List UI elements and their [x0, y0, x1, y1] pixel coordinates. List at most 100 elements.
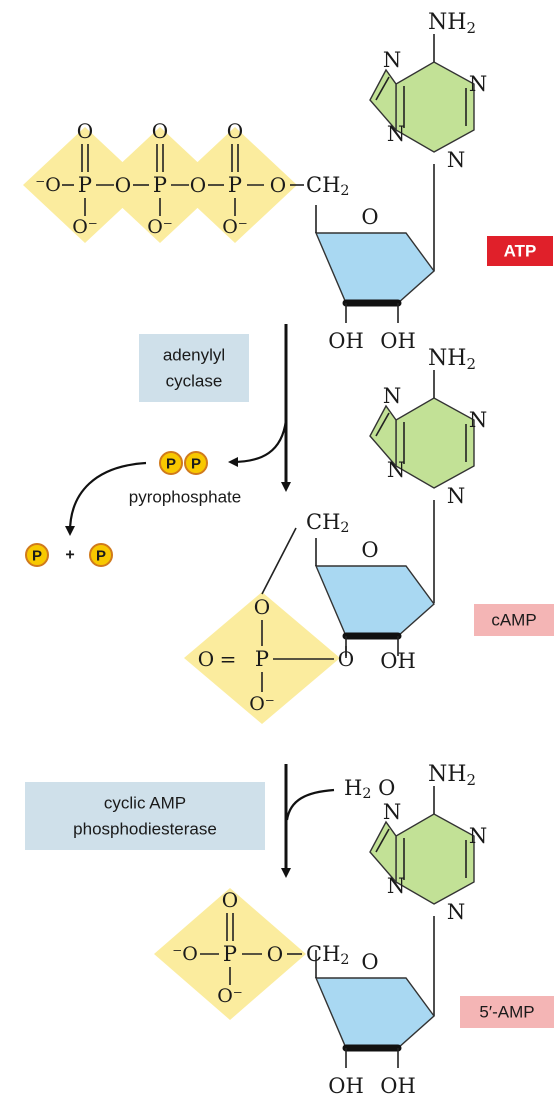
anionic-oxygen-0: O⁻	[72, 216, 98, 238]
phosphate-gamma-highlight	[173, 127, 297, 243]
orthophosphate-1	[25, 543, 49, 567]
phosphate-oxygen-top: O	[254, 595, 270, 619]
cyclic-phosphate-highlight	[184, 592, 340, 724]
double-bond	[375, 412, 390, 437]
ch2-group-main: CH	[306, 173, 340, 197]
ribose-ring	[314, 977, 435, 1049]
phosphorus-2: P	[228, 173, 242, 197]
hydroxyl-c3: OH	[328, 329, 364, 353]
phosphate-beta-highlight	[98, 127, 222, 243]
anionic-oxygen-2: O⁻	[222, 216, 248, 238]
double-bond	[375, 76, 390, 101]
anionic-oxygen-1: O⁻	[147, 216, 173, 238]
pyrimidine-ring	[395, 397, 475, 489]
phosphoryl-oxygen-1: O	[152, 119, 168, 143]
phosphoryl-oxygen-2: O	[227, 119, 243, 143]
camp-label: cAMP	[491, 611, 536, 630]
amp-label: 5′-AMP	[479, 1003, 534, 1022]
amine-label: NH2	[428, 10, 476, 38]
hydroxyl-c2: OH	[380, 1074, 416, 1098]
anionic-oxygen: O⁻	[217, 985, 243, 1007]
hydroxyl-c3: OH	[328, 1074, 364, 1098]
amine-label: NH2	[428, 346, 476, 374]
amine-label-subscript: 2	[466, 19, 476, 37]
ester-oxygen: O	[270, 173, 286, 197]
ch2-group: CH2	[306, 942, 349, 968]
nitrogen-n9: N	[387, 122, 405, 146]
pyrimidine-ring	[395, 61, 475, 153]
amine-label-main: NH	[428, 762, 466, 787]
amine-label-subscript: 2	[466, 771, 476, 789]
orthophosphate-1-label: P	[32, 548, 42, 565]
ch2-group: CH2	[306, 173, 349, 199]
ch2-group-subscript: 2	[340, 520, 349, 536]
water-input-arrow	[285, 788, 335, 821]
pyrophosphate-p2-label: P	[191, 456, 201, 473]
c5-o-bond	[261, 527, 297, 595]
double-bond	[375, 828, 390, 853]
nitrogen-n1: N	[469, 824, 487, 848]
ribose-ring	[314, 232, 435, 304]
hydroxyl-c2: OH	[380, 329, 416, 353]
plus-sign: +	[65, 547, 74, 564]
nitrogen-n1: N	[469, 72, 487, 96]
phosphate-oxygen-right: O	[338, 647, 354, 671]
terminal-oxygen: ⁻O	[35, 174, 61, 196]
pyrophosphate-p2	[184, 451, 208, 475]
ch2-group-subscript: 2	[340, 183, 349, 199]
ch2-group-main: CH	[306, 942, 340, 966]
terminal-oxygen: ⁻O	[172, 943, 198, 965]
phosphate-alpha-highlight	[23, 127, 147, 243]
water-label-main: H	[344, 776, 362, 800]
ring-oxygen: O	[361, 950, 378, 974]
ch2-group: CH2	[306, 510, 349, 536]
orthophosphate-2-label: P	[96, 548, 106, 565]
enzyme-name-line1: adenylyl	[163, 346, 225, 365]
pyrimidine-ring	[395, 813, 475, 905]
pyrophosphate-label: pyrophosphate	[129, 488, 241, 507]
imidazole-ring	[369, 68, 397, 132]
ester-oxygen: O	[267, 942, 283, 966]
phosphorus-cyclic: P	[255, 647, 269, 671]
amp-badge-box	[460, 996, 554, 1028]
phosphorus: P	[223, 942, 237, 966]
nitrogen-n3: N	[447, 484, 465, 508]
amine-label-main: NH	[428, 10, 466, 35]
anionic-oxygen: O⁻	[249, 693, 275, 715]
nitrogen-n7: N	[383, 48, 401, 72]
water-label-tail: O	[371, 776, 395, 800]
ring-oxygen: O	[361, 538, 378, 562]
camp-ribose: O	[314, 538, 435, 656]
phosphoryl-oxygen-0: O	[77, 119, 93, 143]
amp-ribose: O OH OH	[314, 950, 435, 1098]
adenylyl-cyclase-box	[139, 334, 249, 402]
hydrolysis-arrow	[65, 461, 147, 536]
amp-molecule: ⁻O P O O⁻ O CH2	[154, 888, 435, 1020]
amine-label-subscript: 2	[466, 355, 476, 373]
nitrogen-n7: N	[383, 384, 401, 408]
atp-badge-box	[487, 236, 553, 266]
ch2-group-subscript: 2	[340, 952, 349, 968]
atp-label: ATP	[504, 242, 537, 261]
camp-badge-box	[474, 604, 554, 636]
phosphorus-0: P	[78, 173, 92, 197]
pyrophosphate-p1	[159, 451, 183, 475]
bridging-oxygen-1: O	[190, 173, 206, 197]
nitrogen-n9: N	[387, 874, 405, 898]
nitrogen-n7: N	[383, 800, 401, 824]
amp-label-badge: 5′-AMP	[460, 996, 554, 1028]
enzyme-name-line1: cyclic AMP	[104, 794, 186, 813]
nitrogen-n9: N	[387, 458, 405, 482]
enzyme-name-line2: phosphodiesterase	[73, 820, 217, 839]
reaction-step-2: cyclic AMP phosphodiesterase H2 O	[25, 764, 395, 878]
water-label: H2 O	[344, 776, 395, 802]
camp-label-badge: cAMP	[474, 604, 554, 636]
nitrogen-n3: N	[447, 900, 465, 924]
pyrophosphate-p1-label: P	[166, 456, 176, 473]
